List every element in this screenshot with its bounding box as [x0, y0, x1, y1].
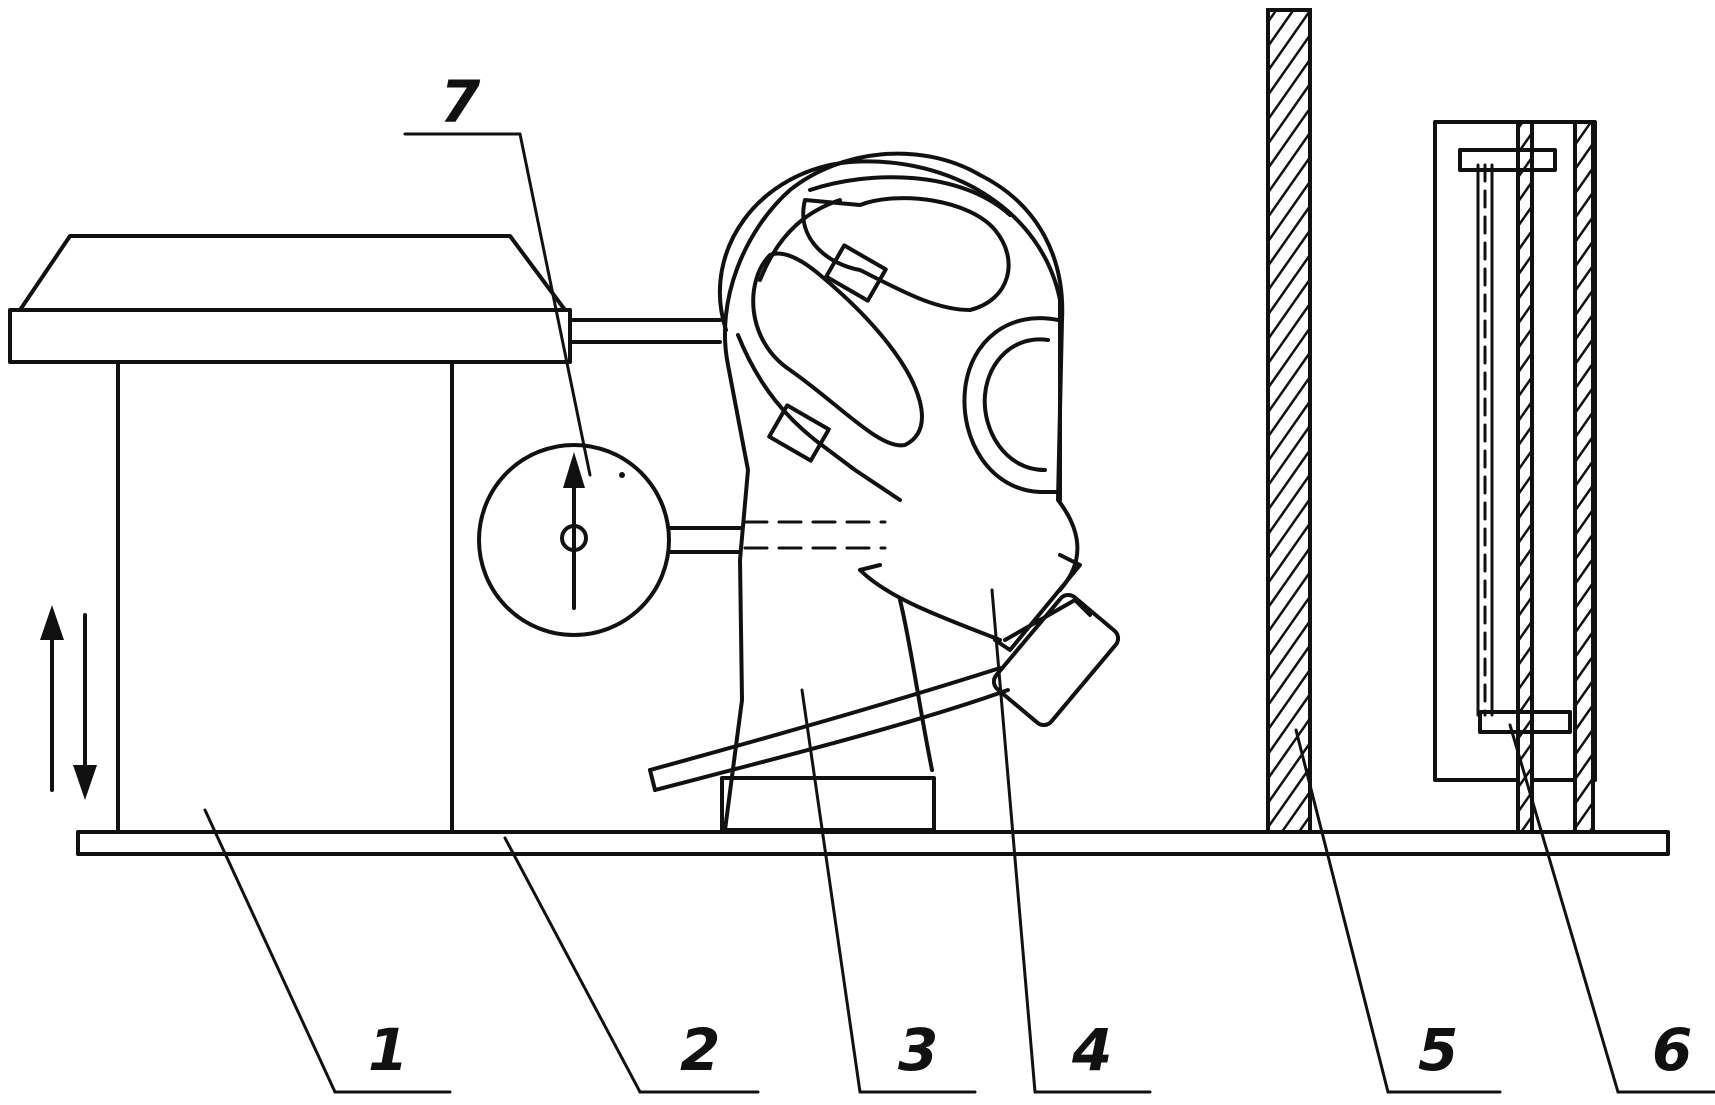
- label-4: 4: [1071, 1016, 1112, 1084]
- label-3: 3: [898, 1016, 938, 1084]
- gas-mask: [648, 159, 1121, 792]
- up-down-arrows: [40, 605, 97, 800]
- label-2: 2: [680, 1016, 720, 1084]
- label-6: 6: [1652, 1016, 1692, 1084]
- head-manikin: [720, 151, 1080, 832]
- base-plate: [76, 830, 1670, 856]
- measuring-scale: [1433, 120, 1597, 834]
- hatched-screen: [1266, 8, 1312, 834]
- pressure-gauge: [477, 443, 742, 637]
- leader-lines: [203, 132, 1715, 1094]
- label-5: 5: [1418, 1016, 1458, 1084]
- label-1: 1: [368, 1016, 408, 1084]
- lift-table: [8, 234, 722, 834]
- label-7: 7: [440, 68, 481, 136]
